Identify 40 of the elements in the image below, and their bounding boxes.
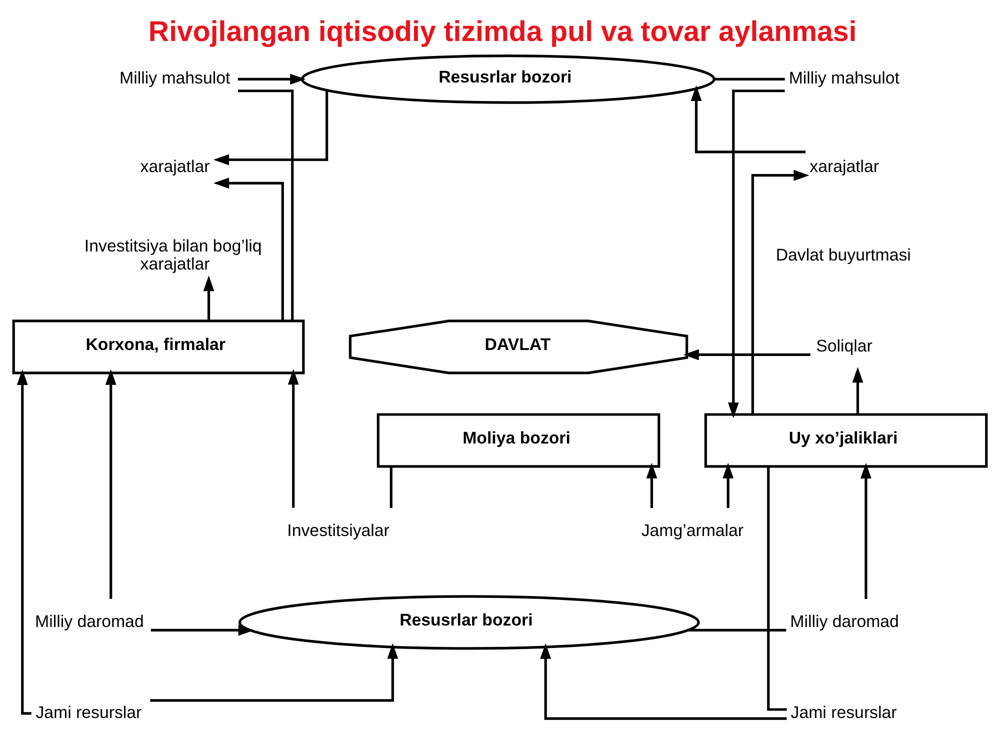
connector	[390, 466, 392, 508]
arrow	[690, 84, 806, 153]
node-text: Investitsiyalar	[287, 520, 390, 540]
arrow	[213, 90, 328, 165]
diagram-title: Rivojlangan iqtisodiy tizimda pul va tovar aylanmasi	[148, 15, 857, 48]
arrow	[238, 73, 306, 84]
node-ellipse: Resusrlar bozori	[300, 54, 716, 104]
node-text: Milliy daromad	[35, 611, 144, 630]
node-text: Jamg’armalar	[641, 520, 744, 540]
node-text: Investitsiya bilan bog’liq xarajatlar	[84, 236, 262, 273]
connector	[238, 89, 294, 320]
arrow	[288, 368, 299, 508]
node-text: Milliy daromad	[790, 611, 899, 630]
node-box: Uy xo’jaliklari	[704, 412, 988, 468]
node-text: xarajatlar	[810, 156, 880, 176]
arrow	[646, 462, 658, 508]
node-text: Jami resurslar	[790, 702, 897, 722]
node-text: Soliqlar	[816, 336, 872, 355]
node-text: Jami resurslar	[36, 702, 142, 722]
node-text: Milliy mahsulot	[788, 68, 900, 88]
connector	[714, 77, 785, 80]
node-text: Milliy mahsulot	[120, 68, 230, 88]
arrow	[213, 177, 284, 320]
arrow	[722, 462, 734, 508]
arrow	[105, 368, 116, 598]
arrow	[860, 462, 872, 599]
connector	[688, 628, 786, 632]
label: Davlat buyurtmasi	[776, 244, 911, 264]
node-text: xarajatlar	[140, 156, 210, 176]
arrow	[852, 366, 864, 414]
arrow	[728, 89, 785, 418]
arrow	[150, 642, 398, 702]
arrow	[150, 624, 254, 636]
arrow	[683, 348, 810, 360]
connector	[767, 466, 787, 710]
arrow	[751, 169, 810, 414]
arrow	[203, 274, 214, 320]
node-box: Korxona, firmalar	[12, 319, 305, 374]
arrow	[540, 642, 787, 720]
node-box: Moliya bozori	[376, 412, 660, 468]
